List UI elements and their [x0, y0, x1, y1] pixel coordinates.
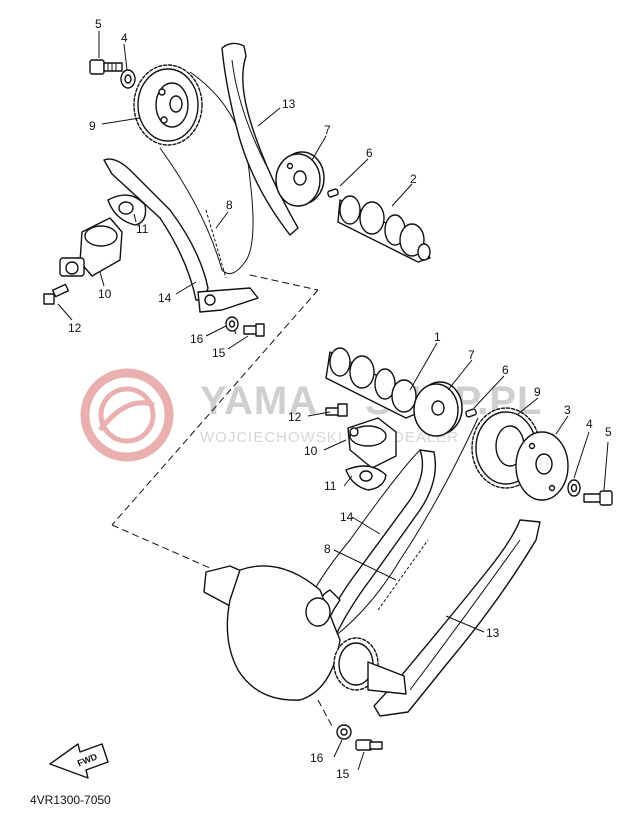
callout-13-lower: 13 [486, 626, 500, 640]
callout-16-top: 16 [190, 332, 204, 346]
callout-6-lower: 6 [502, 363, 509, 377]
bolt-5-top [89, 59, 123, 75]
callout-6-top: 6 [366, 146, 373, 160]
callout-3: 3 [564, 403, 571, 417]
callout-11-top: 11 [136, 222, 149, 236]
cam-plate-3 [515, 431, 569, 501]
callout-14-lower: 14 [340, 510, 354, 524]
callout-9-lower: 9 [534, 385, 541, 399]
callout-15-lower: 15 [336, 767, 350, 781]
fwd-arrow-icon: FWD [49, 743, 109, 779]
washer-16-lower [336, 724, 352, 740]
callout-11-lower: 11 [324, 479, 337, 493]
callout-5-lower: 5 [605, 425, 612, 439]
leader-lines [57, 31, 609, 771]
tensioner-guide-14-top [103, 158, 259, 313]
sprocket-9-top [133, 64, 203, 146]
callout-5-top: 5 [95, 17, 102, 31]
washer-16-top [225, 316, 239, 332]
washer-4-top [120, 69, 136, 89]
callout-14-top: 14 [158, 291, 172, 305]
crankshaft [203, 565, 407, 701]
callout-7-top: 7 [324, 123, 331, 137]
callout-4-top: 4 [121, 31, 128, 45]
diagram-code: 4VR1300-7050 [30, 793, 111, 807]
gasket-11-lower [345, 465, 387, 491]
tensioner-10-top [59, 217, 123, 277]
callout-12-top: 12 [68, 321, 82, 335]
bolt-12-top [43, 283, 70, 305]
callout-16-lower: 16 [310, 751, 324, 765]
callout-7-lower: 7 [468, 348, 475, 362]
chain-guide-13-top [221, 42, 299, 236]
watermark-logo-inner [98, 386, 156, 444]
bolt-12-lower [325, 403, 348, 417]
watermark-subtitle: WOJCIECHOWSKI [200, 429, 343, 446]
cam-flange-7-top [275, 151, 325, 207]
callout-13-top: 13 [282, 97, 296, 111]
callout-9-top: 9 [89, 119, 96, 133]
bolt-15-top [243, 323, 265, 337]
dowel-pin-6-top [327, 188, 339, 198]
washer-4-lower [567, 479, 581, 497]
callout-8-top: 8 [226, 198, 233, 212]
callout-2: 2 [410, 172, 417, 186]
tensioner-10-lower [347, 417, 397, 469]
callout-10-top: 10 [98, 287, 112, 301]
callout-8-lower: 8 [324, 542, 331, 556]
watermark-logo-ring [80, 368, 174, 462]
watermark-brand: YAMA [200, 379, 318, 423]
callout-12-lower: 12 [288, 410, 302, 424]
dowel-pin-6-lower [465, 408, 477, 418]
callout-numbers: 5 4 9 13 7 6 2 8 11 10 12 14 16 15 1 7 6… [68, 17, 612, 781]
bolt-5-lower [583, 490, 613, 506]
camshaft-1 [325, 347, 421, 419]
cam-flange-7-lower [413, 381, 463, 437]
camshaft-2 [337, 195, 431, 263]
gasket-11-top [107, 194, 147, 226]
callout-4-lower: 4 [586, 417, 593, 431]
callout-10-lower: 10 [304, 444, 318, 458]
callout-15-top: 15 [212, 346, 226, 360]
chain-guide-13-lower [373, 519, 541, 717]
bolt-15-lower [355, 739, 383, 751]
callout-1: 1 [434, 330, 441, 344]
